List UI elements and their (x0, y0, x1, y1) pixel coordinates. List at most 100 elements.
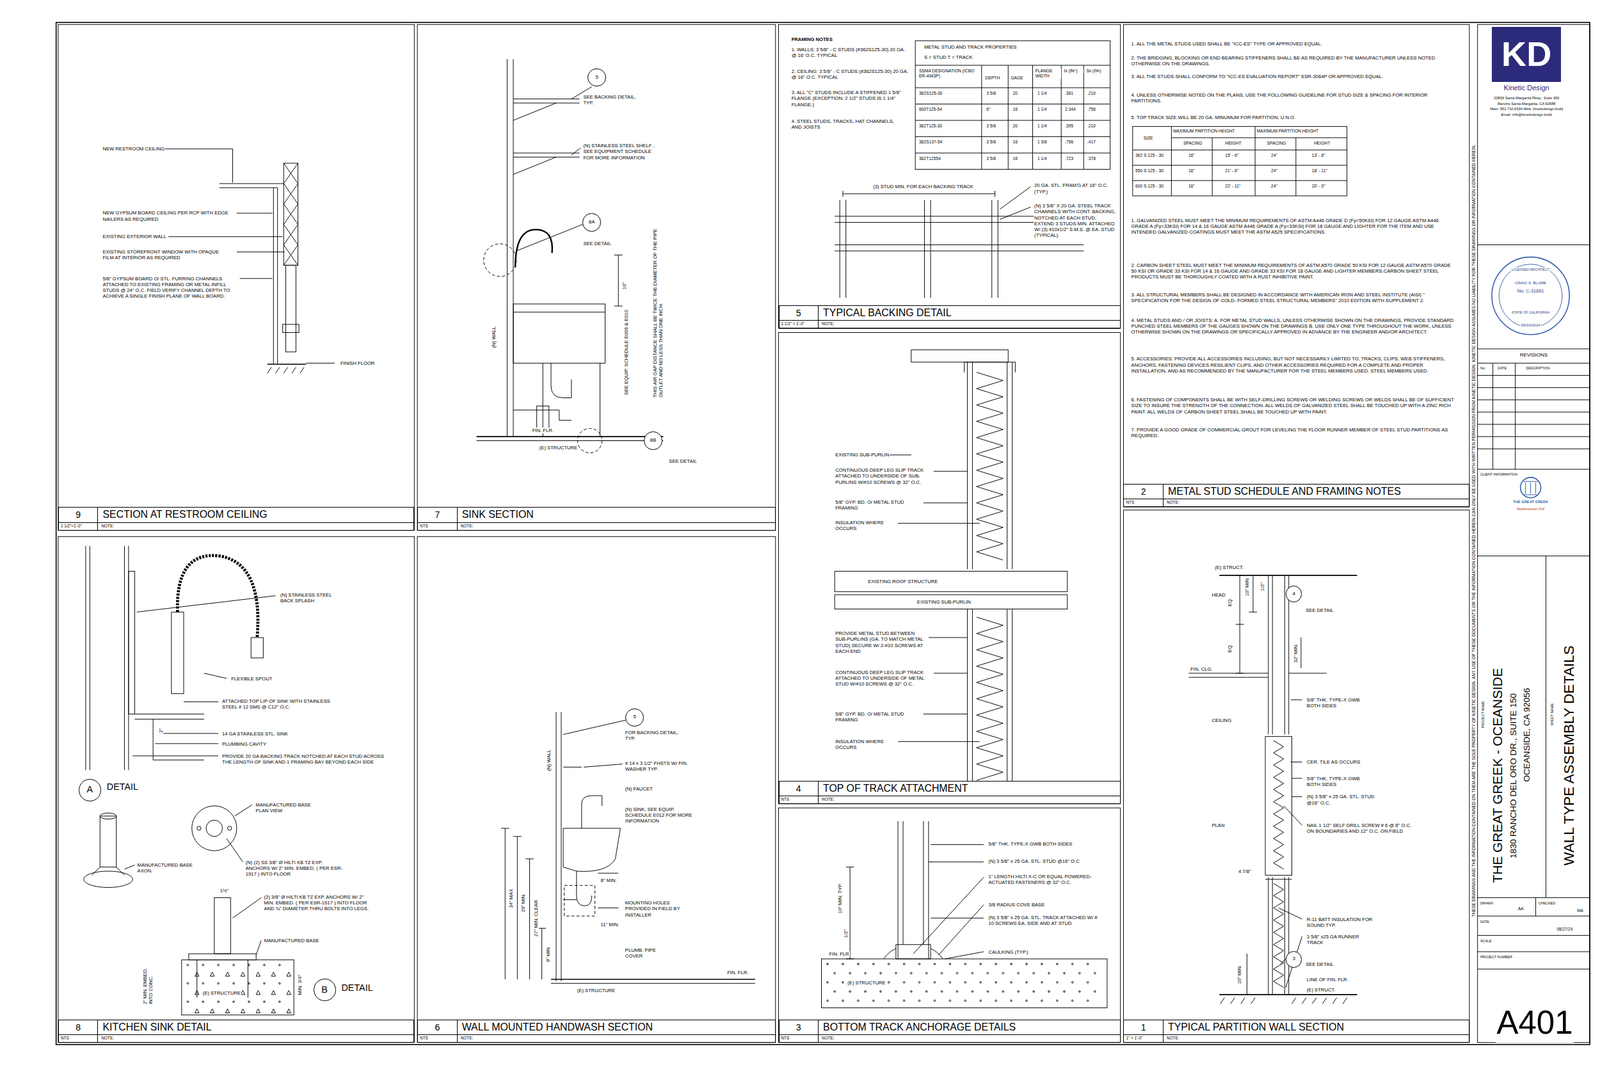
node-text: NOTE: (1166, 499, 1180, 505)
annotation: Sx (IN³) (1085, 68, 1108, 74)
annotation: MANUFACTURED BASE PLAN VIEW (255, 801, 317, 814)
annotation: ATTACHED TOP LIP OF SINK WITH STAINLESS … (221, 698, 344, 710)
node-text: NOTE: (821, 1035, 835, 1040)
title-strip: 7SINK SECTIONNTSNOTE: (417, 506, 776, 531)
annotation: 34" MAX (508, 887, 514, 909)
annotation: Mediterranean Grill (1516, 506, 1545, 511)
hatching-stroke (826, 963, 829, 966)
sink-section-stroke (476, 435, 664, 438)
callout-bubble: 8B (643, 431, 663, 450)
title-block-lines-stroke (1520, 477, 1542, 498)
kitchen-sink-detail-stroke (206, 819, 223, 836)
hatching-stroke (833, 990, 836, 993)
annotation: FIN. CLG. (1189, 666, 1213, 672)
annotation: (E) STRUCTURE (576, 987, 616, 994)
annotation: 3 5/8" x25 GA RUNNER TRACK (1306, 933, 1368, 946)
annotation: (2) 3/8" Ø HILTI KB TZ EXP. ANCHORS W/ 2… (263, 894, 370, 912)
annotation: Rancho Santa Margarita, CA 92688 (1496, 101, 1557, 107)
hatching-stroke (1063, 972, 1066, 975)
annotation: PROVIDE METAL STUD BETWEEN SUB-PURLINS (… (834, 630, 925, 655)
annotation: 8" MIN. (600, 877, 623, 884)
handwash-section-stroke (581, 795, 603, 829)
annotation: 2. CARBON SHEET STEEL MUST MEET THE MINI… (1130, 262, 1458, 281)
annotation: THE GREAT GREEK - OCEANSIDE (1489, 667, 1506, 884)
hatching-stroke (903, 981, 905, 984)
restroom-ceiling-section-stroke (285, 264, 296, 352)
hatching-stroke (202, 1000, 205, 1003)
annotation: 362S137-54 (918, 139, 943, 145)
backing-detail-stroke (1000, 186, 1032, 220)
annotation: DEPTH (984, 75, 1001, 81)
hatching-stroke (995, 999, 998, 1002)
sink-section (476, 58, 664, 453)
kitchen-sink-detail-stroke (85, 545, 129, 771)
annotation: R-11 BATT INSULATION FOR SOUND TYP. (1306, 916, 1378, 928)
annotation: EQ. (1226, 597, 1233, 607)
annotation: DETAIL (106, 781, 139, 793)
handwash-section-stroke (563, 720, 626, 767)
annotation: LINE OF FIN. FLR. (1306, 976, 1350, 983)
kitchen-sink-detail-stroke (99, 816, 117, 868)
bottom-track-detail-stroke (913, 844, 984, 959)
annotation: 24" (1270, 168, 1279, 174)
annotation: 2" MIN. EMBED. INTO CONC. (142, 964, 154, 1006)
annotation: SHEET NAME (1550, 702, 1555, 727)
hatching-stroke (195, 990, 200, 994)
annotation: FIN. FLR. (726, 969, 749, 976)
annotation: 10" MIN. (1244, 576, 1250, 597)
hatching-stroke (240, 972, 245, 976)
hatching-stroke (857, 963, 860, 966)
hatching-stroke (918, 963, 921, 966)
hatching-stroke (232, 1000, 235, 1003)
annotation: .756 (1064, 139, 1074, 145)
hatching-stroke (263, 963, 266, 966)
hatching-stroke (1041, 981, 1044, 984)
node-text: 4 (1292, 591, 1295, 598)
hatching-stroke (895, 990, 898, 993)
callout-bubble: 5 (625, 708, 644, 728)
hatching-stroke (872, 963, 875, 966)
annotation: 2. CEILING: 3 5/8" - C STUDS (#362S125-3… (791, 68, 912, 80)
hatching-stroke (933, 963, 936, 966)
stud-schedule-table-stroke (1132, 126, 1348, 196)
annotation: .756 (1086, 106, 1097, 112)
annotation: 32" MIN. (1292, 643, 1299, 664)
kitchen-sink-detail-stroke (83, 871, 134, 888)
title-block-lines (1477, 244, 1590, 969)
divider-line (779, 320, 1120, 321)
sheet-frame-stroke (1477, 24, 1590, 1043)
annotation: 11" MIN. (600, 921, 623, 928)
node-text: NOTE: (460, 523, 474, 528)
handwash-section-stroke (501, 828, 546, 980)
title-block-lines-stroke (1498, 264, 1563, 328)
hatching-stroke (1025, 999, 1028, 1002)
callout-bubble: A (78, 778, 102, 802)
annotation: .381 (1064, 90, 1074, 96)
annotation: HEIGHT (1313, 140, 1331, 146)
annotation: 3/8 RADIUS COVE BASE (987, 901, 1046, 908)
hatching-stroke (940, 972, 943, 975)
stud-schedule-table-stroke (1132, 137, 1348, 181)
restroom-ceiling-section-stroke (219, 187, 278, 189)
annotation: FINISH FLOOR (339, 360, 376, 367)
annotation: FLANGE WIDTH (1034, 68, 1062, 79)
annotation: 09/03/2024 (1520, 323, 1541, 328)
sheet-frame-stroke (778, 332, 1121, 804)
annotation: 29" MIN. (520, 892, 527, 913)
hatching-stroke (271, 972, 276, 976)
annotation: CAULKING (TYP.) (987, 949, 1029, 955)
hatching-stroke (1071, 963, 1074, 966)
annotation: 5/8" THK. TYPE-X GWB BOTH SIDES (987, 840, 1073, 847)
sheet-frame-stroke (1123, 24, 1469, 507)
annotation: EXISTING SUB-PURLIN (834, 451, 890, 458)
hatching-stroke (971, 990, 974, 993)
title-block-lines-stroke (1491, 257, 1570, 335)
hatching-stroke (949, 981, 952, 984)
hatching-stroke (1002, 972, 1005, 975)
hatching-stroke (903, 963, 905, 966)
node-text: NOTE: (821, 321, 835, 326)
node-text: SECTION AT RESTROOM CEILING (102, 507, 267, 522)
annotation: 600 S 125 - 30 (1134, 183, 1165, 189)
annotation: REVISIONS (1519, 352, 1549, 359)
hatching (186, 372, 1284, 1014)
